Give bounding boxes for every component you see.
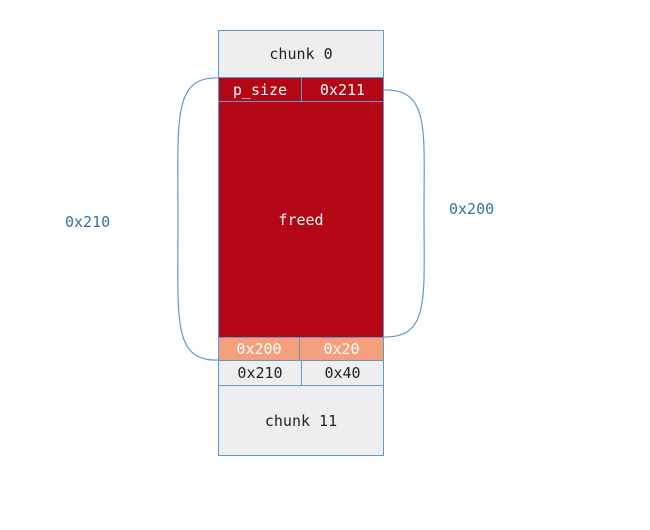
right-span-label: 0x200 bbox=[449, 200, 495, 218]
p-size-label: p_size bbox=[232, 80, 288, 99]
right-span-bracket bbox=[382, 89, 425, 338]
freed-header-size-value-cell: 0x211 bbox=[301, 77, 384, 102]
following-prev-size-value: 0x210 bbox=[237, 364, 283, 382]
next-prev-size-cell: 0x200 bbox=[218, 337, 300, 361]
following-prev-size-cell: 0x210 bbox=[218, 360, 302, 386]
next-prev-size-value: 0x200 bbox=[236, 340, 282, 358]
next-size-cell: 0x20 bbox=[299, 337, 384, 361]
left-span-label: 0x210 bbox=[65, 213, 111, 231]
following-size-value: 0x40 bbox=[324, 364, 361, 382]
p-size-value: 0x211 bbox=[319, 80, 366, 99]
left-span-bracket bbox=[177, 77, 220, 361]
chunk-11-block: chunk 11 bbox=[218, 385, 384, 456]
next-size-value: 0x20 bbox=[323, 340, 360, 358]
chunk-0-label: chunk 0 bbox=[269, 45, 333, 63]
chunk-0-block: chunk 0 bbox=[218, 30, 384, 78]
chunk-11-label: chunk 11 bbox=[264, 411, 338, 430]
freed-label: freed bbox=[278, 210, 324, 229]
